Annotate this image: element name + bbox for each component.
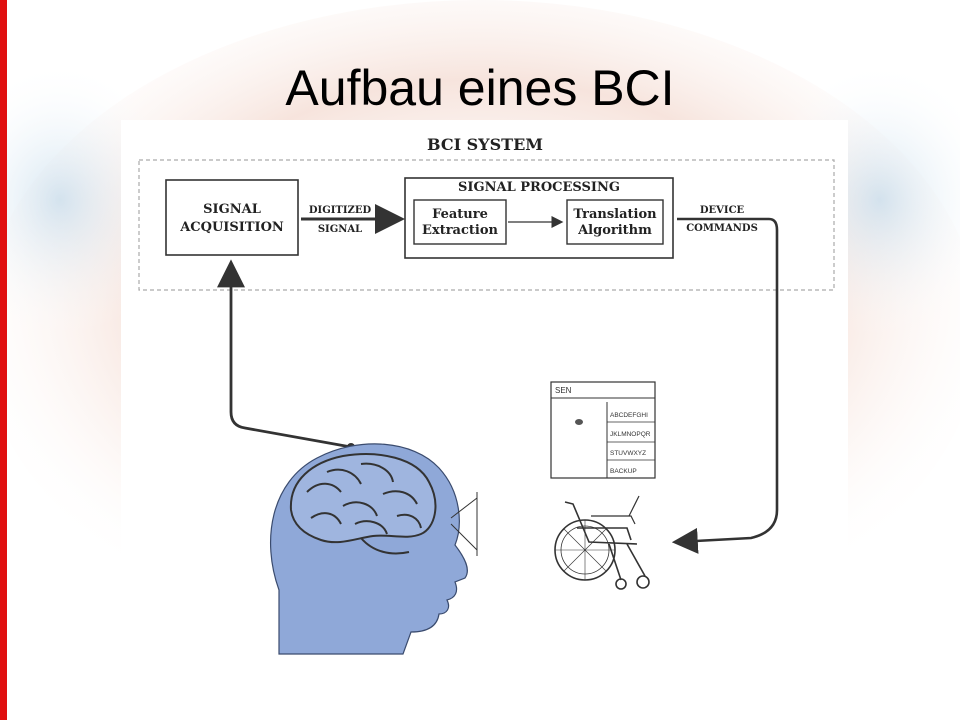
- device-commands-arrow: [671, 217, 779, 554]
- device-label: DEVICE: [700, 205, 745, 216]
- speller-header: SEN: [555, 386, 572, 395]
- signal-acquisition-label-1: SIGNAL: [203, 202, 261, 217]
- digitized-label: DIGITIZED: [309, 205, 372, 216]
- signal-processing-label: SIGNAL PROCESSING: [458, 180, 620, 195]
- commands-label: COMMANDS: [686, 223, 758, 234]
- signal-acquisition-label-2: ACQUISITION: [179, 220, 284, 235]
- signal-label: SIGNAL: [318, 224, 362, 235]
- brain-head-icon: [269, 443, 478, 655]
- signal-acquisition-box: [165, 179, 299, 256]
- accent-bar: [0, 0, 7, 720]
- translation-algorithm-label-2: Algorithm: [577, 223, 652, 238]
- feature-extraction-box: [413, 199, 507, 245]
- bci-system-title: BCI SYSTEM: [427, 135, 543, 154]
- speller-row-2: JKLMNOPQR: [610, 431, 651, 438]
- speller-row-1: ABCDEFGHI: [610, 412, 648, 419]
- system-boundary: [138, 159, 835, 291]
- translation-algorithm-label-1: Translation: [573, 207, 657, 222]
- speller-row-4: BACKUP: [610, 468, 637, 475]
- wheelchair-icon: [554, 495, 650, 590]
- feature-extraction-label-1: Feature: [432, 207, 488, 222]
- translation-algorithm-box: [566, 199, 664, 245]
- feature-extraction-label-2: Extraction: [422, 223, 498, 238]
- feedback-arrow: [217, 259, 352, 449]
- bci-diagram-figure: BCI SYSTEM SIGNAL ACQUISITION DIGITIZED …: [121, 120, 848, 655]
- slide-title: Aufbau eines BCI: [285, 60, 675, 116]
- speller-screen-icon: [550, 381, 656, 479]
- speller-row-3: STUVWXYZ: [610, 450, 646, 457]
